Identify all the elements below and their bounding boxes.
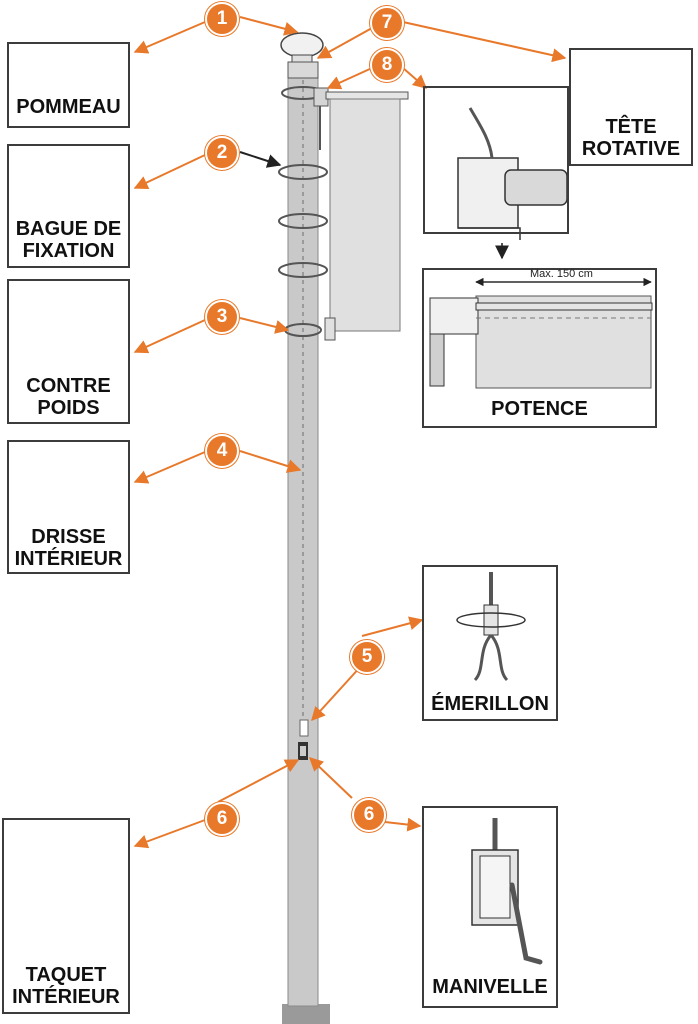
bague-box: BAGUE DE FIXATION [7, 144, 130, 268]
arm-icon [457, 107, 568, 240]
bague-label: BAGUE DE FIXATION [15, 218, 122, 262]
potence-max-label: Max. 150 cm [530, 268, 593, 280]
fixing-rings [278, 86, 328, 337]
arm-bar [325, 91, 409, 100]
potence-box: POTENCE [422, 268, 657, 428]
pole-base [282, 1004, 330, 1024]
arm-box [423, 86, 569, 234]
tete-label: TÊTE ROTATIVE [581, 116, 681, 160]
badge-6-left: 6 [205, 802, 239, 836]
badge-7: 7 [370, 6, 404, 40]
manivelle-box: MANIVELLE [422, 806, 558, 1008]
contre-box: CONTRE POIDS [7, 279, 130, 424]
badge-2: 2 [205, 136, 239, 170]
swivel-icon [456, 572, 526, 682]
drisse-box: DRISSE INTÉRIEUR [7, 440, 130, 574]
pole-knob [280, 32, 324, 58]
badge-5: 5 [350, 640, 384, 674]
drisse-label: DRISSE INTÉRIEUR [14, 526, 123, 570]
leader-lines [133, 16, 567, 849]
potence-label: POTENCE [491, 398, 588, 420]
potence-detail-icon [429, 277, 653, 389]
badge-1: 1 [205, 2, 239, 36]
badge-4: 4 [205, 434, 239, 468]
pole [287, 61, 319, 1007]
tete-box: TÊTE ROTATIVE [569, 48, 693, 166]
pole-head [287, 61, 319, 79]
taquet-label: TAQUET INTÉRIEUR [12, 964, 120, 1008]
emerillon-box: ÉMERILLON [422, 565, 558, 721]
taquet-box: TAQUET INTÉRIEUR [2, 818, 130, 1014]
pommeau-box: POMMEAU [7, 42, 130, 128]
emerillon-label: ÉMERILLON [431, 693, 549, 715]
winch-icon [471, 818, 543, 965]
banner [329, 98, 401, 332]
pommeau-label: POMMEAU [16, 96, 121, 118]
badge-3: 3 [205, 300, 239, 334]
badge-8: 8 [370, 48, 404, 82]
badge-6-right: 6 [352, 798, 386, 832]
manivelle-label: MANIVELLE [432, 976, 548, 998]
contre-label: CONTRE POIDS [26, 375, 111, 419]
